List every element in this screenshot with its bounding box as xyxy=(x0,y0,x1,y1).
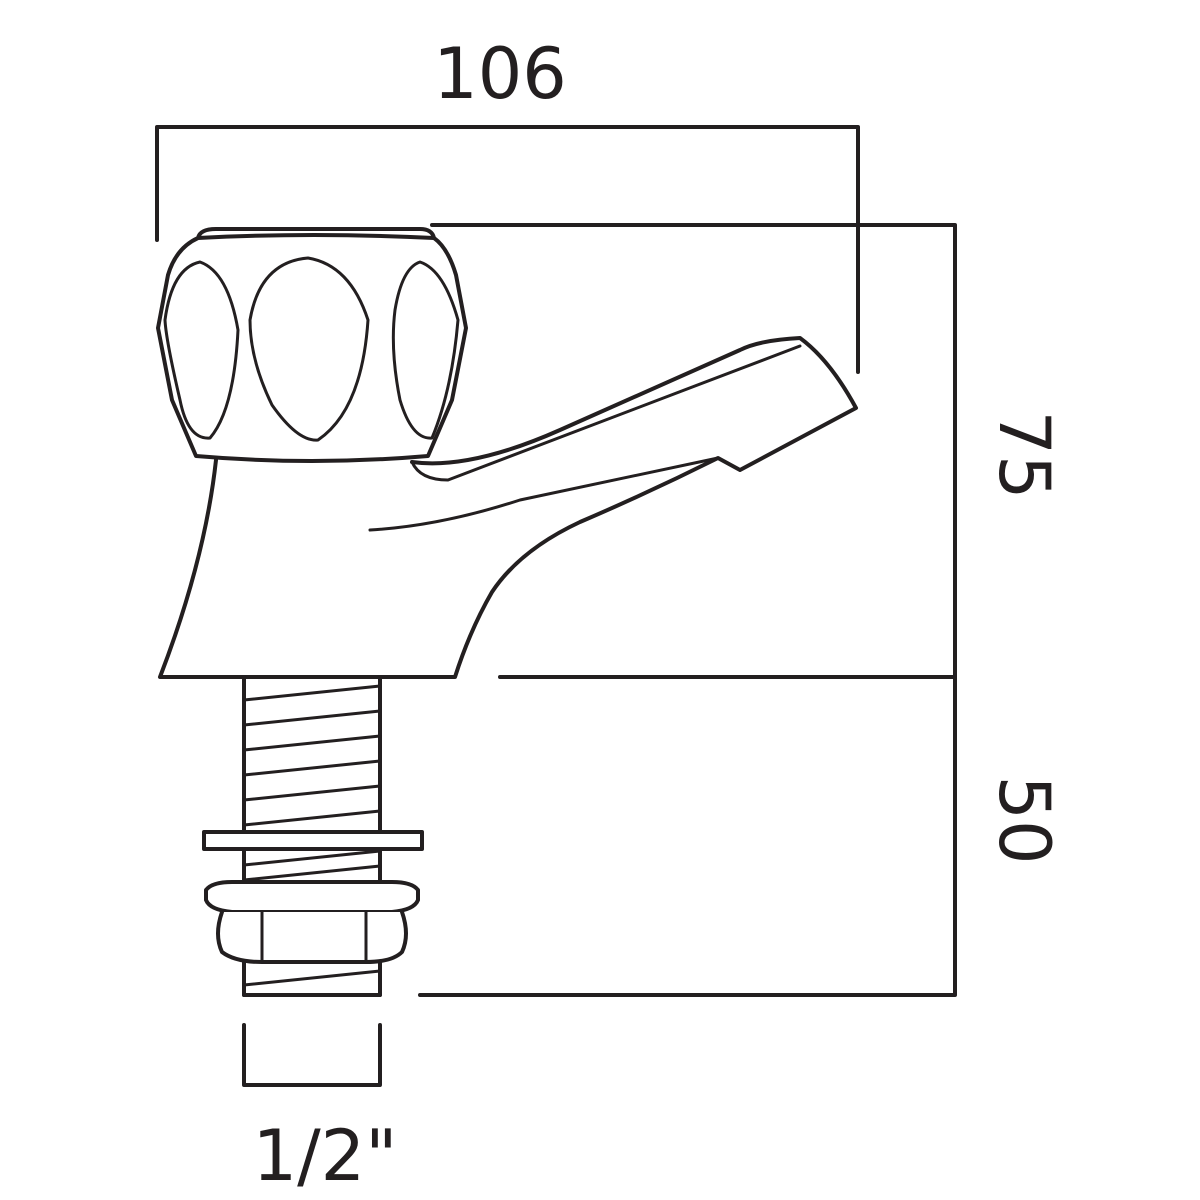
back-nut xyxy=(204,880,420,914)
tap-head-outline xyxy=(156,233,468,463)
tap-head-facet-center xyxy=(248,256,370,442)
tap-head-facet-right xyxy=(391,260,460,440)
tail-length-dimension: 50 xyxy=(418,675,1065,997)
tap-spout-underside xyxy=(410,344,802,482)
width-dimension: 106 xyxy=(155,33,860,374)
tap-head xyxy=(156,227,468,463)
tap-head-cap xyxy=(196,227,436,240)
tail-length-dimension-label: 50 xyxy=(983,775,1065,864)
thread-size-dimension: 1/2" xyxy=(242,1023,398,1197)
tail-washer xyxy=(202,830,424,851)
tap-body-outline xyxy=(158,336,858,679)
thread-size-dimension-label: 1/2" xyxy=(253,1115,398,1197)
tap-body xyxy=(158,336,858,679)
back-nut-hex xyxy=(216,910,408,964)
width-dimension-line xyxy=(155,125,860,374)
tap-head-facet-left xyxy=(163,260,240,440)
body-height-dimension: 75 xyxy=(430,223,1065,679)
width-dimension-label: 106 xyxy=(433,33,567,115)
thread-size-dimension-line xyxy=(242,1023,382,1087)
tap-spout-crease xyxy=(368,456,720,532)
tail-length-dimension-line xyxy=(418,675,957,997)
body-height-dimension-line xyxy=(430,223,957,679)
body-height-dimension-label: 75 xyxy=(983,410,1065,499)
threaded-tail xyxy=(202,675,424,997)
